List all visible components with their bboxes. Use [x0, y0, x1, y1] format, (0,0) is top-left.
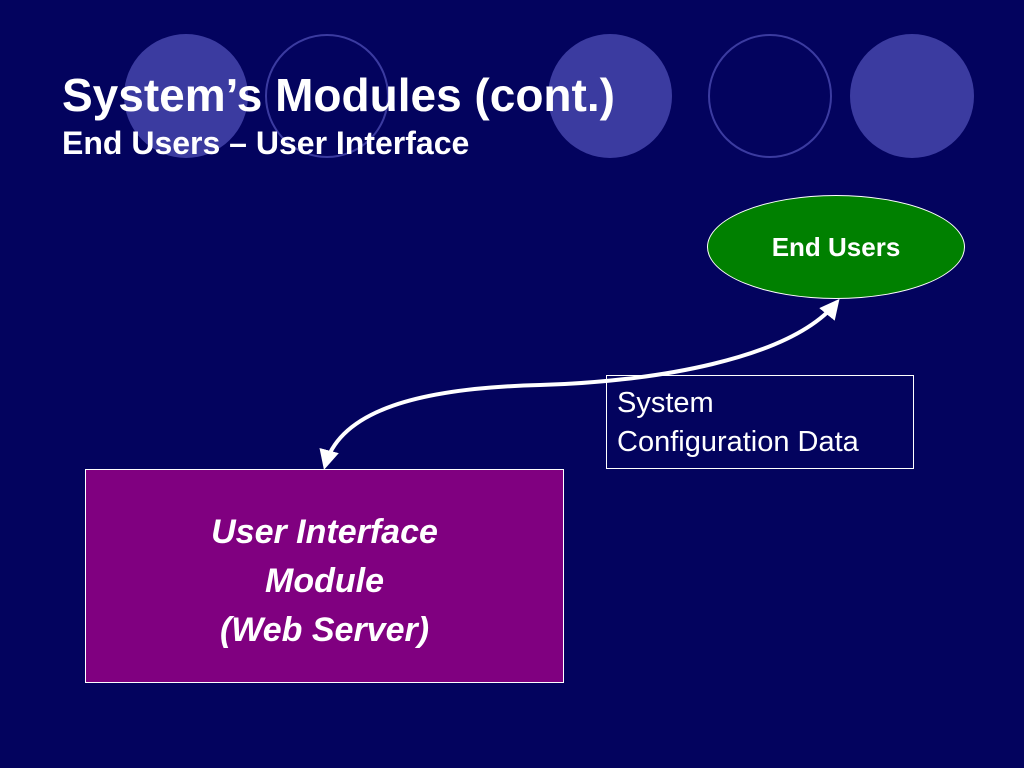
config-data-line2: Configuration Data [617, 426, 859, 458]
decorative-circle-filled [124, 34, 248, 158]
module-line3: (Web Server) [219, 611, 430, 649]
decorative-circle-filled [548, 34, 672, 158]
module-line1: User Interface [211, 513, 438, 551]
config-data-label: System Configuration Data [606, 375, 914, 469]
end-users-node: End Users [707, 195, 965, 299]
title-block: System’s Modules (cont.) End Users – Use… [62, 66, 615, 162]
slide-title: System’s Modules (cont.) [62, 69, 615, 121]
end-users-label: End Users [771, 231, 901, 262]
config-data-line1: System [617, 387, 714, 419]
slide-subtitle: End Users – User Interface [62, 125, 470, 161]
decorative-circle-ring [708, 34, 832, 158]
user-interface-module-node: User Interface Module (Web Server) [85, 469, 564, 683]
decorative-circle-filled [850, 34, 974, 158]
module-line2: Module [265, 562, 384, 600]
decorative-circle-ring [265, 34, 389, 158]
